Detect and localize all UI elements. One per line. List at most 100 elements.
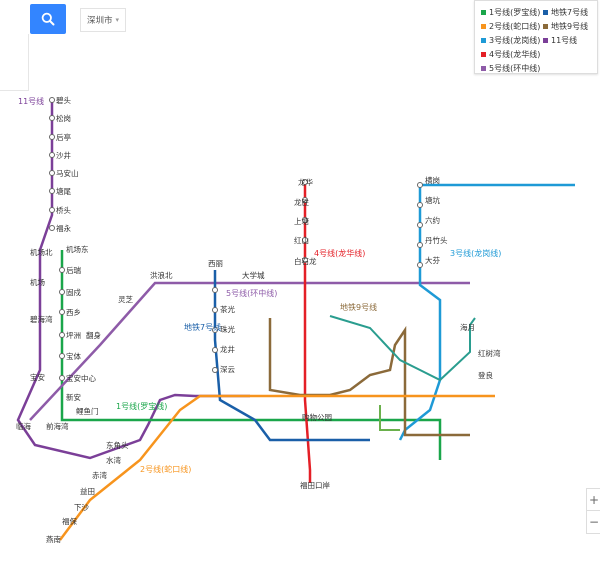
line-label-9: 地铁9号线 xyxy=(340,302,377,312)
legend-swatch xyxy=(543,38,548,43)
legend-label: 地铁7号线 xyxy=(551,8,589,17)
station-label: 翻身 xyxy=(86,330,101,340)
legend-item[interactable]: 3号线(龙岗线) xyxy=(481,35,540,46)
station-label: 塘坑 xyxy=(425,195,440,205)
station-label: 沙井 xyxy=(56,150,71,160)
legend-label: 4号线(龙华线) xyxy=(489,50,541,59)
legend-item[interactable]: 1号线(罗宝线) xyxy=(481,7,540,18)
station-label: 水湾 xyxy=(106,455,121,465)
station-label: 丹竹头 xyxy=(425,235,448,245)
station-label: 大学城 xyxy=(242,270,265,280)
zoom-in-button[interactable]: + xyxy=(588,492,600,507)
line-teal xyxy=(329,315,476,382)
line-4-path xyxy=(303,182,312,483)
station-label: 燕南 xyxy=(46,534,61,544)
legend-item[interactable]: 地铁7号线 xyxy=(543,7,588,18)
legend-swatch xyxy=(481,38,486,43)
station-label: 塘尾 xyxy=(56,186,71,196)
station-label: 灵芝 xyxy=(118,294,133,304)
station-label: 机场北 xyxy=(30,247,53,257)
line-connector xyxy=(379,405,400,431)
station-label: 坪洲 xyxy=(66,331,81,340)
station-label: 红山 xyxy=(294,235,309,245)
line-5-path xyxy=(29,281,470,421)
station-label: 鲤鱼门 xyxy=(76,406,99,416)
city-label: 深圳市 xyxy=(87,16,113,26)
legend-item[interactable]: 地铁9号线 xyxy=(543,21,588,32)
station-label: 白石龙 xyxy=(294,256,317,266)
zoom-out-button[interactable]: − xyxy=(587,510,600,532)
station-label: 六约 xyxy=(425,215,440,225)
station-label: 赤湾 xyxy=(92,470,107,480)
chevron-down-icon: ▾ xyxy=(115,16,120,24)
legend-item[interactable]: 5号线(环中线) xyxy=(481,63,540,74)
zoom-control: + − xyxy=(586,488,600,534)
legend-label: 2号线(蛇口线) xyxy=(489,22,541,31)
legend-label: 地铁9号线 xyxy=(551,22,589,31)
station-label: 宝体 xyxy=(66,351,81,361)
line-label-4: 4号线(龙华线) xyxy=(314,248,365,258)
search-icon xyxy=(41,12,55,26)
line-label-2: 2号线(蛇口线) xyxy=(140,464,191,474)
station-label: 大芬 xyxy=(425,255,440,265)
station-label: 固戍 xyxy=(66,287,81,297)
station-label: 宝安中心 xyxy=(66,373,96,383)
station-label: 珠光 xyxy=(220,324,235,334)
station-label: 桥头 xyxy=(56,205,71,215)
legend-item[interactable]: 2号线(蛇口线) xyxy=(481,21,540,32)
station-label: 前海湾 xyxy=(46,421,69,431)
legend-item[interactable]: 4号线(龙华线) xyxy=(481,49,540,60)
legend-swatch xyxy=(481,24,486,29)
station-label: 福永 xyxy=(56,223,71,233)
station-label: 深云 xyxy=(220,365,235,374)
station-label: 购物公园 xyxy=(302,412,332,422)
station-label: 西乡 xyxy=(66,308,81,317)
station-label: 新安 xyxy=(66,392,81,402)
station-label: 茶光 xyxy=(220,304,235,314)
city-select[interactable]: 深圳市 ▾ xyxy=(80,8,127,32)
station-label: 龙井 xyxy=(220,344,235,354)
station-label: 机场 xyxy=(30,277,45,287)
legend-swatch xyxy=(481,10,486,15)
legend-label: 1号线(罗宝线) xyxy=(489,8,541,17)
station-label: 红树湾 xyxy=(478,348,501,358)
station-dots xyxy=(49,97,423,381)
station-label: 龙胜 xyxy=(294,197,309,207)
station-label: 临海 xyxy=(16,421,31,431)
line-2-path xyxy=(59,394,495,541)
station-label: 福田口岸 xyxy=(300,481,330,490)
station-label: 松岗 xyxy=(56,113,71,123)
line-1-path xyxy=(60,250,442,460)
station-label: 龙华 xyxy=(298,177,313,187)
station-label: 机场东 xyxy=(66,244,89,254)
station-label: 碧头 xyxy=(56,95,71,105)
station-label: 横岗 xyxy=(425,175,440,185)
legend-swatch xyxy=(481,52,486,57)
station-label: 海月 xyxy=(460,322,475,332)
legend-swatch xyxy=(481,66,486,71)
legend-swatch xyxy=(543,24,548,29)
left-panel xyxy=(0,34,29,91)
line-label-11: 11号线 xyxy=(18,96,44,106)
station-label: 宝安 xyxy=(30,372,45,382)
station-label: 洪浪北 xyxy=(150,270,173,280)
station-label: 登良 xyxy=(478,370,493,380)
legend-item[interactable]: 11号线 xyxy=(543,35,577,46)
legend-label: 5号线(环中线) xyxy=(489,64,541,73)
station-labels: 碧头 松岗 后亭 沙井 马安山 塘尾 桥头 福永 机场北 机场东 后瑞 机场 固… xyxy=(16,95,501,544)
station-label: 后亭 xyxy=(56,132,71,142)
line-9-path xyxy=(268,318,470,437)
station-label: 东角头 xyxy=(106,440,129,450)
search-button[interactable] xyxy=(30,4,66,34)
station-label: 西丽 xyxy=(208,259,223,268)
line-label-5: 5号线(环中线) xyxy=(226,288,277,298)
station-label: 益田 xyxy=(80,486,95,496)
station-label: 福保 xyxy=(62,517,77,526)
line-3-path xyxy=(398,183,575,441)
legend-label: 11号线 xyxy=(551,36,578,45)
line-11-path xyxy=(16,100,250,460)
station-label: 碧海湾 xyxy=(30,314,53,324)
line-label-1: 1号线(罗宝线) xyxy=(116,401,167,411)
line-label-7: 地铁7号线 xyxy=(184,322,221,332)
